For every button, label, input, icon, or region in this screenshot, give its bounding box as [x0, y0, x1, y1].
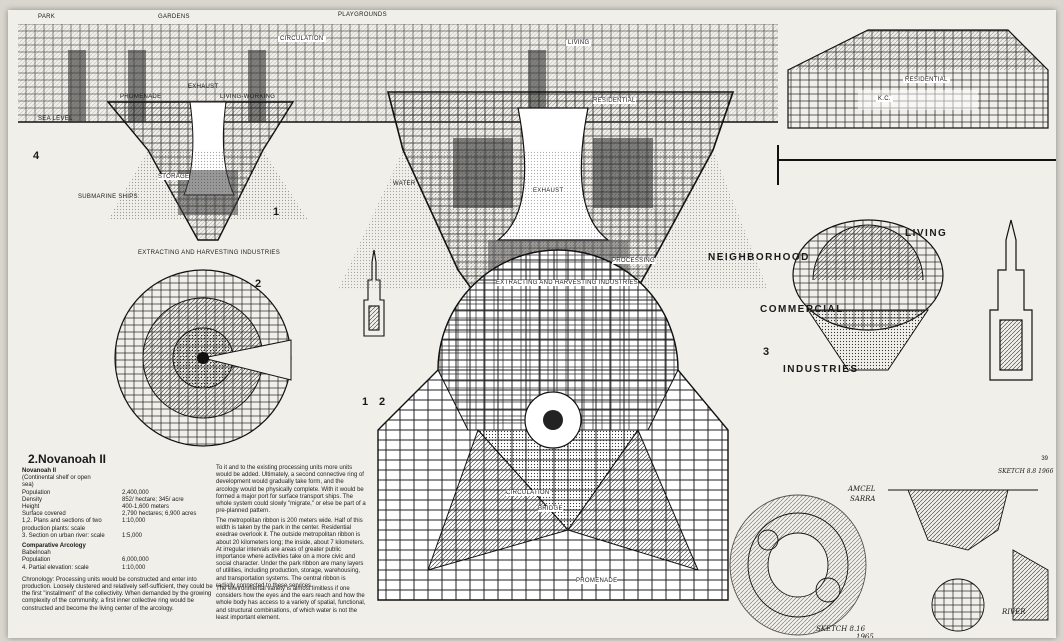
label-exhaust: EXHAUST [188, 84, 219, 90]
label-promenade: PROMENADE [120, 94, 162, 100]
spec-row: 1,2. Plans and sections of two productio… [22, 518, 146, 532]
label-neighborhood: NEIGHBORHOOD [708, 252, 810, 263]
figure-number-1-small: 1 [273, 206, 280, 218]
figure-number-4: 4 [33, 150, 40, 162]
figure-number-2-small: 2 [255, 278, 262, 290]
figure-number-1-large: 1 [362, 396, 369, 408]
label-water: WATER [393, 181, 416, 187]
figure-number-2-large: 2 [379, 396, 386, 408]
label-processing: PROCESSING [612, 258, 656, 264]
sketch-signature: SKETCH 8.16 [816, 625, 866, 633]
section-small [106, 101, 308, 241]
label-bridge: BRIDGE [538, 506, 563, 512]
label-living: LIVING [905, 228, 948, 239]
page-title: 2.Novanoah II [28, 452, 107, 466]
page-number: 39 [1041, 456, 1048, 462]
spec-heading: Novanoah II [22, 468, 57, 474]
label-extracting: EXTRACTING AND HARVESTING INDUSTRIES [138, 250, 281, 256]
spec-babel: Babelnoah [22, 550, 51, 557]
empire-state-small [363, 249, 385, 337]
comparative-heading: Comparative Arcology [22, 543, 86, 550]
label-exhaust-main: EXHAUST [533, 188, 564, 194]
label-living-working: LIVING-WORKING [220, 94, 276, 100]
plan-small [114, 269, 292, 447]
label-commercial: COMMERCIAL [760, 304, 844, 315]
spec-sub1: (Continental shelf or open [22, 475, 91, 482]
chronology-text: Chronology: Processing units would be co… [22, 576, 213, 612]
label-storage: STORAGE [158, 174, 190, 180]
sketch-date: SKETCH 8.8 1966 [998, 468, 1054, 475]
label-circulation-top: CIRCULATION [278, 36, 326, 42]
label-residential-main: RESIDENTIAL [593, 98, 636, 104]
sketch-section [888, 489, 1049, 632]
spec-table: Novanoah II (Continental shelf or open s… [22, 468, 222, 613]
plan-large [377, 249, 729, 601]
book-page: PARK GARDENS PLAYGROUNDS CIRCULATION LIV… [8, 10, 1056, 638]
body-text-1: To it and to the existing processing uni… [216, 465, 366, 515]
elevation-strip [18, 24, 778, 123]
label-residential-top: RESIDENTIAL [903, 77, 950, 83]
label-industries: INDUSTRIES [783, 364, 859, 375]
figure-number-3: 3 [763, 346, 770, 358]
label-park: PARK [38, 14, 56, 20]
sketch-year: 1965 [856, 633, 874, 638]
empire-state-large [989, 219, 1033, 381]
label-promenade-plan: PROMENADE [576, 578, 618, 584]
label-playgrounds: PLAYGROUNDS [338, 12, 387, 18]
spec-sub2: sea) [22, 482, 34, 489]
body-text-2: The metropolitan ribbon is 200 meters wi… [216, 518, 365, 589]
label-circulation-plan: CIRCULATION [506, 490, 550, 496]
label-living-top: LIVING [566, 40, 592, 46]
label-gardens: GARDENS [158, 14, 190, 20]
sketch-label-amcel: AMCEL [848, 485, 876, 493]
sketch-river: RIVER [1002, 608, 1026, 616]
label-extracting-main: EXTRACTING AND HARVESTING INDUSTRIES [496, 280, 639, 286]
label-kc: K.C. [876, 96, 893, 102]
sketch-label-sarra: SARRA [850, 495, 876, 503]
label-submarine: SUBMARINE SHIPS [78, 194, 138, 200]
label-sea-level: SEA LEVEL [38, 116, 73, 122]
body-text-3: The environmental variety is almost limi… [216, 586, 366, 621]
sketch-rings [729, 494, 867, 636]
section-neighborhood [792, 219, 944, 371]
